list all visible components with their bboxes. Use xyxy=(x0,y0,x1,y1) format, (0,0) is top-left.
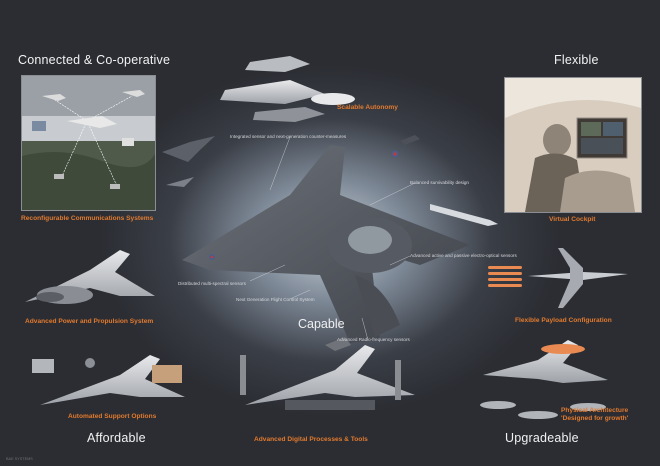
heading-affordable: Affordable xyxy=(87,431,146,445)
upgrade-jet xyxy=(480,340,608,419)
label-flexible-payload: Flexible Payload Configuration xyxy=(515,317,612,324)
payload-jet xyxy=(488,248,628,308)
label-power-propulsion: Advanced Power and Propulsion System xyxy=(25,318,154,325)
credit: BAE SYSTEMS xyxy=(6,457,33,461)
label-scalable-autonomy: Scalable Autonomy xyxy=(337,104,398,111)
annot-flight-control: Next Generation Flight Control System xyxy=(236,297,315,302)
support-jet xyxy=(32,355,185,405)
cockpit-scene xyxy=(505,78,641,212)
heading-upgradeable: Upgradeable xyxy=(505,431,579,445)
heading-flexible: Flexible xyxy=(554,53,599,67)
autonomy-drones xyxy=(220,56,355,122)
cockpit-panel xyxy=(504,77,642,213)
small-jet-left-2 xyxy=(166,177,194,187)
main-jet xyxy=(182,135,470,343)
label-physical-arch-2: 'Designed for growth' xyxy=(561,415,629,422)
annot-integrated-sensor: Integrated sensor and next-generation co… xyxy=(230,134,347,139)
heading-capable: Capable xyxy=(298,317,345,331)
heading-connected: Connected & Co-operative xyxy=(18,53,171,67)
missile xyxy=(430,204,498,226)
small-jet-left xyxy=(162,136,215,162)
comms-panel xyxy=(21,75,156,211)
label-support-options: Automated Support Options xyxy=(68,413,157,420)
annot-distributed-sensors: Distributed multi-spectral sensors xyxy=(178,281,246,286)
annot-radio-frequency: Advanced Radio-frequency sensors xyxy=(337,337,410,342)
digital-jet xyxy=(240,337,415,410)
annot-balanced-survivability: Balanced survivability design xyxy=(410,180,469,185)
propulsion-jet xyxy=(25,250,155,304)
comms-scene xyxy=(22,76,155,210)
label-reconfigurable-comms: Reconfigurable Communications Systems xyxy=(21,215,154,222)
label-virtual-cockpit: Virtual Cockpit xyxy=(549,216,596,223)
label-digital-processes: Advanced Digital Processes & Tools xyxy=(254,436,368,443)
label-physical-arch-1: Physical Architecture xyxy=(561,407,629,414)
annot-active-passive: Advanced active and passive electro-opti… xyxy=(410,253,517,258)
